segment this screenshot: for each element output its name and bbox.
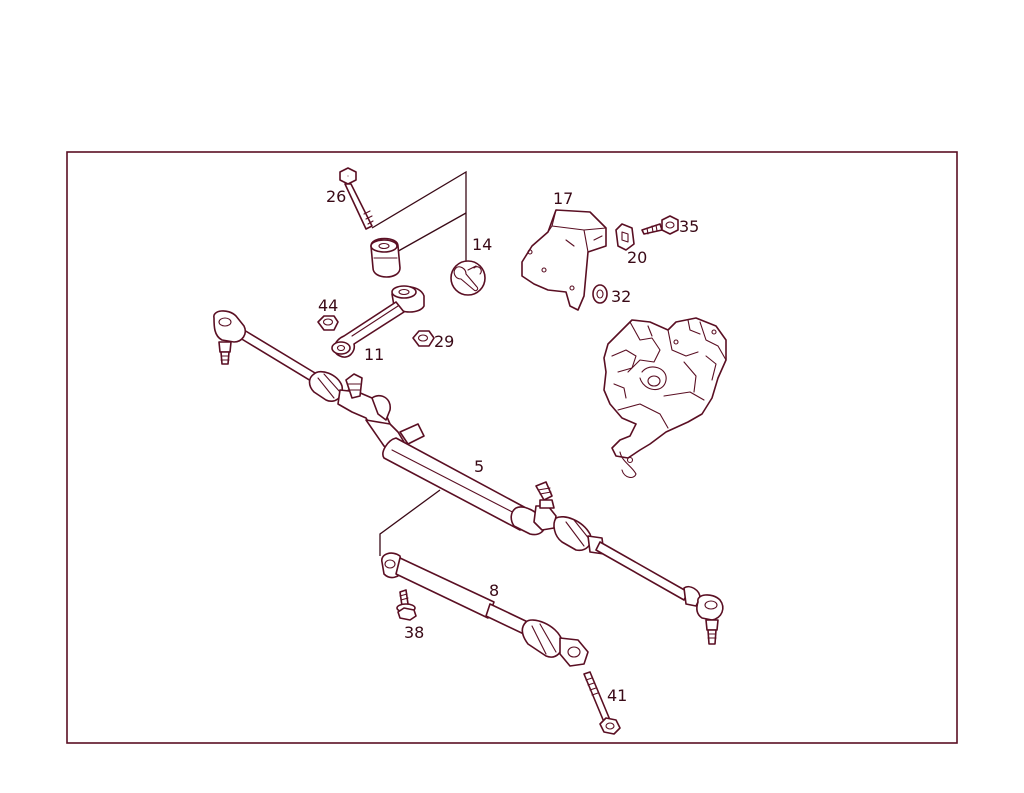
part-44-nut[interactable] [317,315,339,331]
callout-29: 29 [434,332,454,351]
leader-bracket-bushing [392,212,467,255]
callout-14: 14 [472,235,492,254]
left-tie-rod[interactable] [213,310,344,402]
part-14-wrench-symbol[interactable] [450,260,486,296]
right-tie-rod[interactable] [553,516,724,645]
leader-bracket-26 [371,170,467,292]
part-8-steering-damper[interactable] [381,552,589,667]
part-32-grommet[interactable] [592,284,608,304]
part-38-bolt[interactable] [396,589,417,621]
callout-11: 11 [364,345,384,364]
part-35-screw[interactable] [641,215,679,235]
leader-bracket-8 [379,489,441,556]
callout-38: 38 [404,623,424,642]
diagram-frame [66,151,958,744]
callout-41: 41 [607,686,627,705]
part-17-cover-bracket[interactable] [521,209,607,311]
callout-5: 5 [474,457,484,476]
callout-20: 20 [627,248,647,267]
callout-26: 26 [326,187,346,206]
callout-8: 8 [489,581,499,600]
callout-32: 32 [611,287,631,306]
part-5-center-link[interactable] [337,373,557,536]
callout-44: 44 [318,296,338,315]
part-11-idler-arm[interactable] [331,285,425,358]
part-29-nut[interactable] [412,330,435,347]
rubber-bushing[interactable] [370,237,401,278]
part-41-bolt[interactable] [583,671,621,735]
callout-35: 35 [679,217,699,236]
part-26-bolt[interactable] [339,167,374,230]
part-20-clip-nut[interactable] [615,223,635,251]
steering-gear-box[interactable] [603,317,727,479]
callout-17: 17 [553,189,573,208]
